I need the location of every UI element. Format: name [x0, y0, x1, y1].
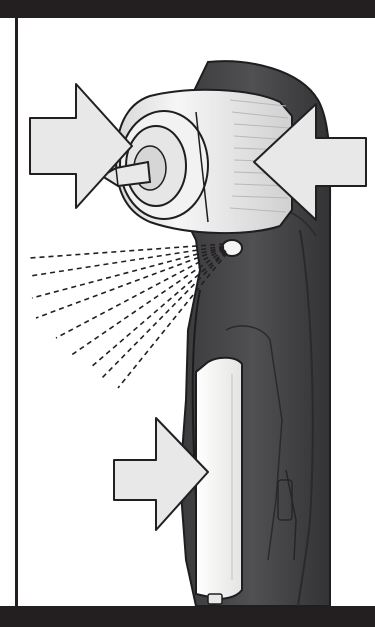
- press-arrow-icon: [30, 84, 132, 208]
- battery-pack-icon: [196, 358, 242, 604]
